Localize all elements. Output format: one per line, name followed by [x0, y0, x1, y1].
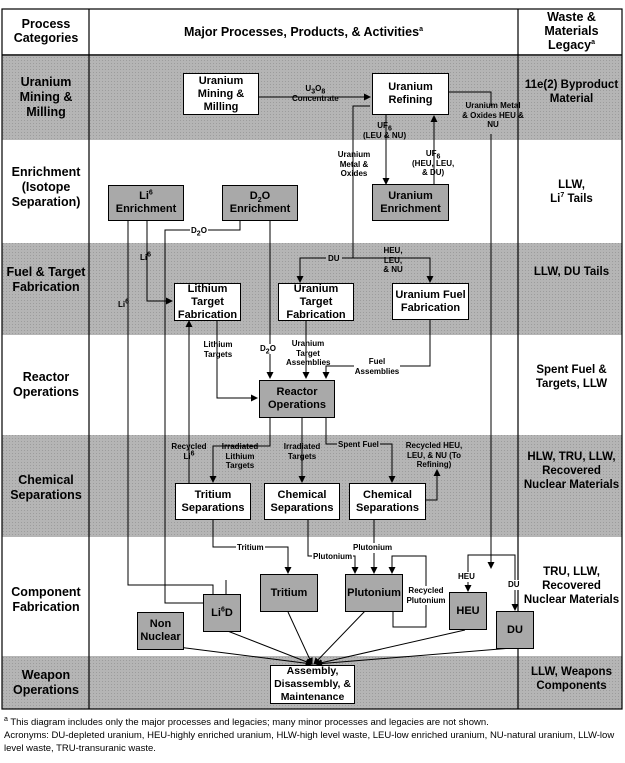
box-du: DU [496, 611, 534, 649]
header-major-processes: Major Processes, Products, & Activitiesa [90, 25, 517, 39]
header-col3-text: Waste & Materials Legacy [544, 10, 599, 52]
footnote-mark: a [591, 38, 595, 46]
label-uranium-metal-oxides-right: Uranium Metal & Oxides HEU & NU [462, 101, 524, 129]
label-du-split: DU [326, 254, 342, 264]
header-waste-legacy: Waste & Materials Legacya [520, 10, 623, 52]
label-recycled-heu-leu-nu: Recycled HEU, LEU, & NU (To Refining) [405, 441, 463, 469]
footnote-mark: a [419, 25, 423, 33]
box-tritium: Tritium [260, 574, 318, 612]
label-plutonium-1: Plutonium [312, 552, 354, 562]
box-uranium-fuel-fab: Uranium Fuel Fabrication [392, 283, 469, 320]
legacy-component: TRU, LLW, Recovered Nuclear Materials [523, 566, 620, 606]
label-tritium-flow: Tritium [236, 543, 265, 553]
box-non-nuclear: Non Nuclear [137, 612, 184, 650]
table-frame [1, 8, 623, 710]
category-weapon: Weapon Operations [13, 668, 79, 697]
label-li6-a: Li6 [140, 251, 152, 262]
box-uranium-mining: Uranium Mining & Milling [183, 73, 259, 115]
category-enrichment: Enrichment (Isotope Separation) [11, 165, 81, 209]
box-uranium-target-fab: Uranium Target Fabrication [278, 283, 354, 321]
legacy-reactor: Spent Fuel & Targets, LLW [535, 364, 608, 390]
category-mining: Uranium Mining & Milling [19, 75, 73, 119]
box-chemical-separations-1: Chemical Separations [264, 483, 340, 520]
label-li6-b: Li6 [118, 298, 130, 309]
box-uranium-refining: Uranium Refining [372, 73, 449, 115]
box-assembly: Assembly, Disassembly, & Maintenance [270, 665, 355, 704]
footnote-acronyms: Acronyms: DU-depleted uranium, HEU-highl… [4, 730, 615, 754]
footnote-note: a This diagram includes only the major p… [4, 715, 489, 728]
label-irradiated-targets: Irradiated Targets [283, 442, 321, 461]
label-uranium-target-assemblies: Uranium Target Assemblies [286, 339, 331, 367]
legacy-chemical: HLW, TRU, LLW, Recovered Nuclear Materia… [523, 451, 620, 491]
category-fuel-target: Fuel & Target Fabrication [6, 265, 86, 294]
legacy-weapon: LLW, Weapons Components [531, 666, 612, 692]
label-uf6-heu: UF6(HEU, LEU,& DU) [412, 149, 455, 177]
category-component: Component Fabrication [11, 585, 81, 614]
box-chemical-separations-2: Chemical Separations [349, 483, 426, 520]
box-li6d: Li6D [203, 594, 241, 632]
box-heu: HEU [449, 592, 487, 630]
label-plutonium-2: Plutonium [352, 543, 394, 553]
label-du-flow: DU [508, 580, 520, 590]
header-col2-text: Major Processes, Products, & Activities [184, 25, 420, 39]
box-lithium-target-fab: Lithium Target Fabrication [174, 283, 241, 321]
label-d2o-top: D2O [190, 226, 208, 238]
label-uf6-leu-nu: UF6(LEU & NU) [363, 121, 407, 140]
box-plutonium: Plutonium [345, 574, 403, 612]
label-recycled-plutonium: Recycled Plutonium [405, 586, 447, 605]
legacy-enrichment: LLW,Li7 Tails [550, 179, 593, 205]
label-fuel-assemblies: Fuel Assemblies [354, 357, 400, 376]
label-heu-flow: HEU [458, 572, 475, 582]
label-spent-fuel: Spent Fuel [337, 440, 380, 450]
box-tritium-separations: Tritium Separations [175, 483, 251, 520]
category-chemical: Chemical Separations [10, 473, 82, 502]
legacy-fuel-target: LLW, DU Tails [533, 266, 610, 278]
label-uranium-metal-oxides-left: Uranium Metal & Oxides [337, 150, 371, 178]
flow-lines [127, 91, 519, 668]
box-reactor-operations: Reactor Operations [259, 380, 335, 418]
header-col1-text: Process Categories [13, 17, 79, 45]
box-uranium-enrichment: Uranium Enrichment [372, 184, 449, 221]
category-reactor: Reactor Operations [13, 370, 79, 399]
label-lithium-targets: Lithium Targets [203, 340, 233, 359]
legacy-mining: 11e(2) Byproduct Material [524, 79, 619, 105]
label-irradiated-lithium-targets: Irradiated Lithium Targets [221, 442, 259, 470]
header-process-categories: Process Categories [4, 17, 88, 45]
band-mining [2, 56, 622, 140]
label-d2o-mid: D2O [260, 344, 276, 356]
label-heu-leu-nu: HEU, LEU, & NU [383, 246, 403, 274]
